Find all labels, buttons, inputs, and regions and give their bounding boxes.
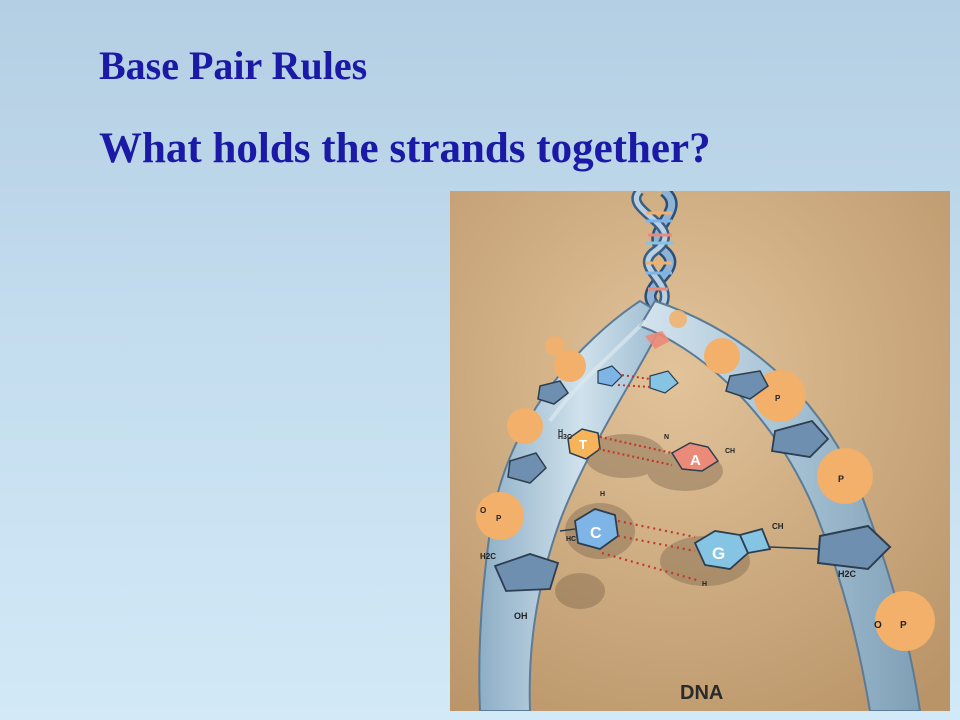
- svg-text:H: H: [702, 581, 707, 588]
- sugar-ring: [816, 524, 892, 571]
- svg-text:CH: CH: [772, 522, 784, 531]
- svg-text:HC: HC: [566, 536, 576, 543]
- svg-text:CH: CH: [725, 448, 735, 455]
- svg-text:P: P: [496, 514, 502, 523]
- adenine-base: [670, 442, 720, 472]
- thymine-label: T: [579, 437, 587, 452]
- phosphate-group: [817, 448, 873, 504]
- svg-text:H2C: H2C: [838, 569, 857, 579]
- upper-base-pair: [597, 331, 679, 394]
- hydrogen-bond: [599, 435, 673, 455]
- helix-coil: [631, 191, 678, 313]
- left-strand-groups: [476, 336, 586, 592]
- svg-text:H: H: [600, 491, 605, 498]
- svg-text:O: O: [874, 620, 882, 631]
- cytosine-label: C: [590, 525, 602, 542]
- sugar-ring: [537, 380, 570, 405]
- svg-text:H: H: [558, 429, 563, 436]
- sugar-ring: [725, 370, 769, 400]
- sugar-ring: [770, 419, 830, 458]
- phosphate-group: [704, 338, 740, 374]
- sugar-ring: [507, 452, 547, 484]
- slide-question: What holds the strands together?: [99, 125, 711, 172]
- adenine-label: A: [690, 452, 701, 469]
- svg-text:OH: OH: [514, 611, 528, 621]
- hydrogen-bond: [617, 534, 696, 553]
- svg-text:P: P: [775, 394, 781, 403]
- right-strand-groups: [669, 310, 935, 651]
- svg-text:H2C: H2C: [480, 552, 496, 561]
- cytosine-guanine-pair: C G HC H H CH: [559, 491, 819, 588]
- hydrogen-bond: [601, 551, 701, 583]
- strand-atom-labels: O P H2C OH H2C P O P P H3C: [480, 394, 907, 631]
- dna-caption: DNA: [680, 682, 723, 704]
- phosphate-group: [476, 492, 524, 540]
- slide-title: Base Pair Rules: [99, 43, 368, 88]
- svg-text:P: P: [838, 474, 844, 484]
- svg-text:P: P: [900, 620, 907, 631]
- phosphate-group: [507, 408, 543, 444]
- phosphate-group: [554, 350, 586, 382]
- phosphate-group: [875, 591, 935, 651]
- svg-text:O: O: [480, 506, 486, 515]
- dna-illustration: T A H N CH C G HC H H CH O P H2C OH H2C …: [450, 191, 950, 711]
- hydrogen-bond: [617, 519, 696, 539]
- svg-text:N: N: [664, 434, 669, 441]
- thymine-adenine-pair: T A H N CH: [558, 428, 735, 472]
- svg-text:H3C: H3C: [558, 434, 572, 441]
- guanine-label: G: [712, 544, 725, 563]
- dna-figure: T A H N CH C G HC H H CH O P H2C OH H2C …: [450, 191, 950, 711]
- sugar-ring: [493, 553, 560, 592]
